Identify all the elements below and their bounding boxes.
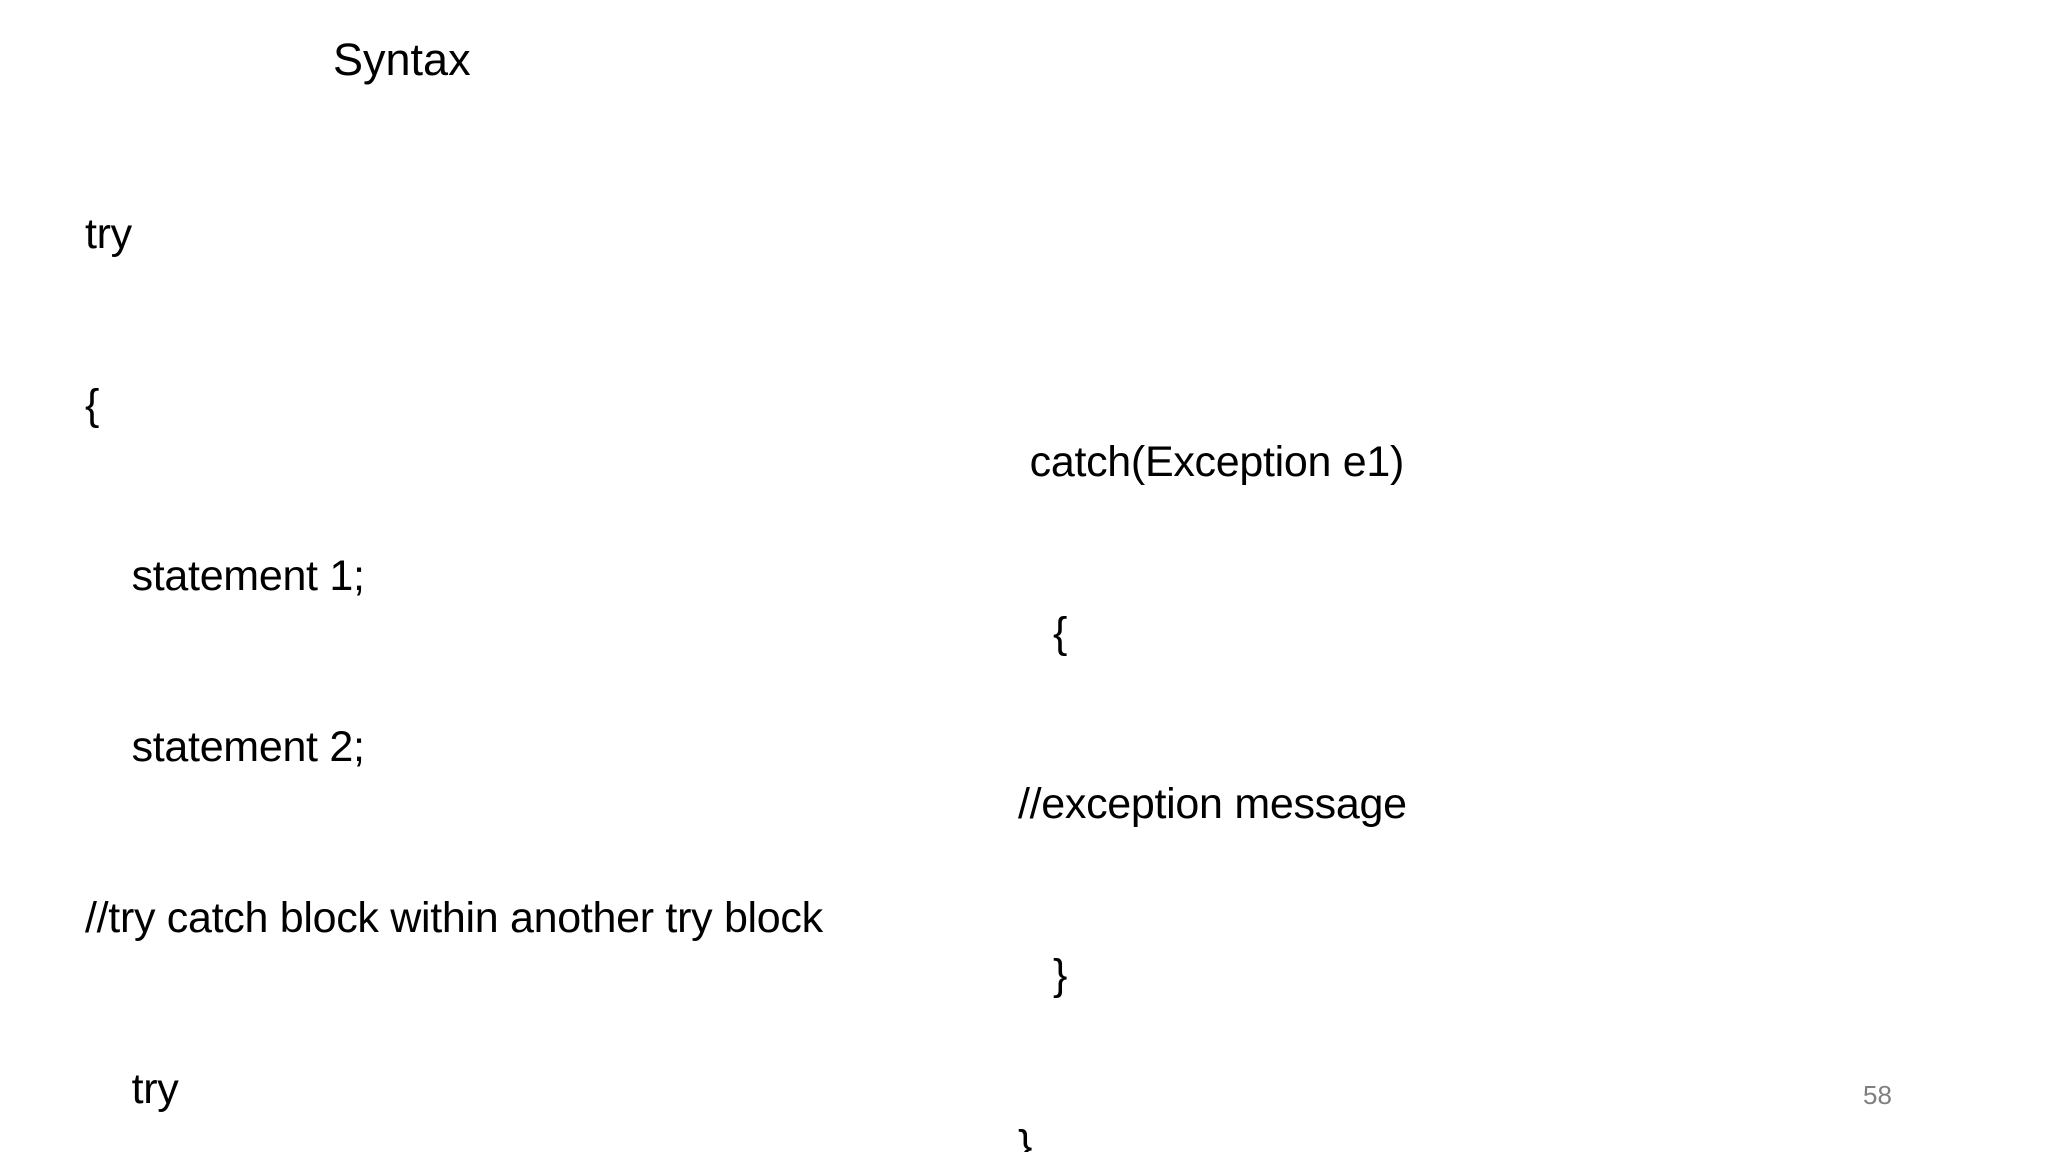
code-line: } [1018, 1122, 1033, 1152]
code-line: try [85, 210, 132, 258]
code-line: //try catch block within another try blo… [85, 894, 823, 942]
code-block-catch-blocks: catch(Exception e1) { //exception messag… [1018, 320, 1737, 1152]
code-line: statement 2; [85, 723, 365, 771]
page-number: 58 [1863, 1080, 1892, 1110]
code-line: { [85, 381, 100, 429]
code-line: try [85, 1065, 179, 1113]
code-line: { [1018, 609, 1068, 657]
code-line: statement 1; [85, 552, 365, 600]
code-line: } [1018, 951, 1068, 999]
code-line: //exception message [1018, 780, 1407, 828]
code-block-outer-try: try { statement 1; statement 2; //try ca… [85, 92, 823, 1152]
code-line: catch(Exception e1) [1018, 438, 1405, 486]
slide-title: Syntax [333, 34, 471, 85]
